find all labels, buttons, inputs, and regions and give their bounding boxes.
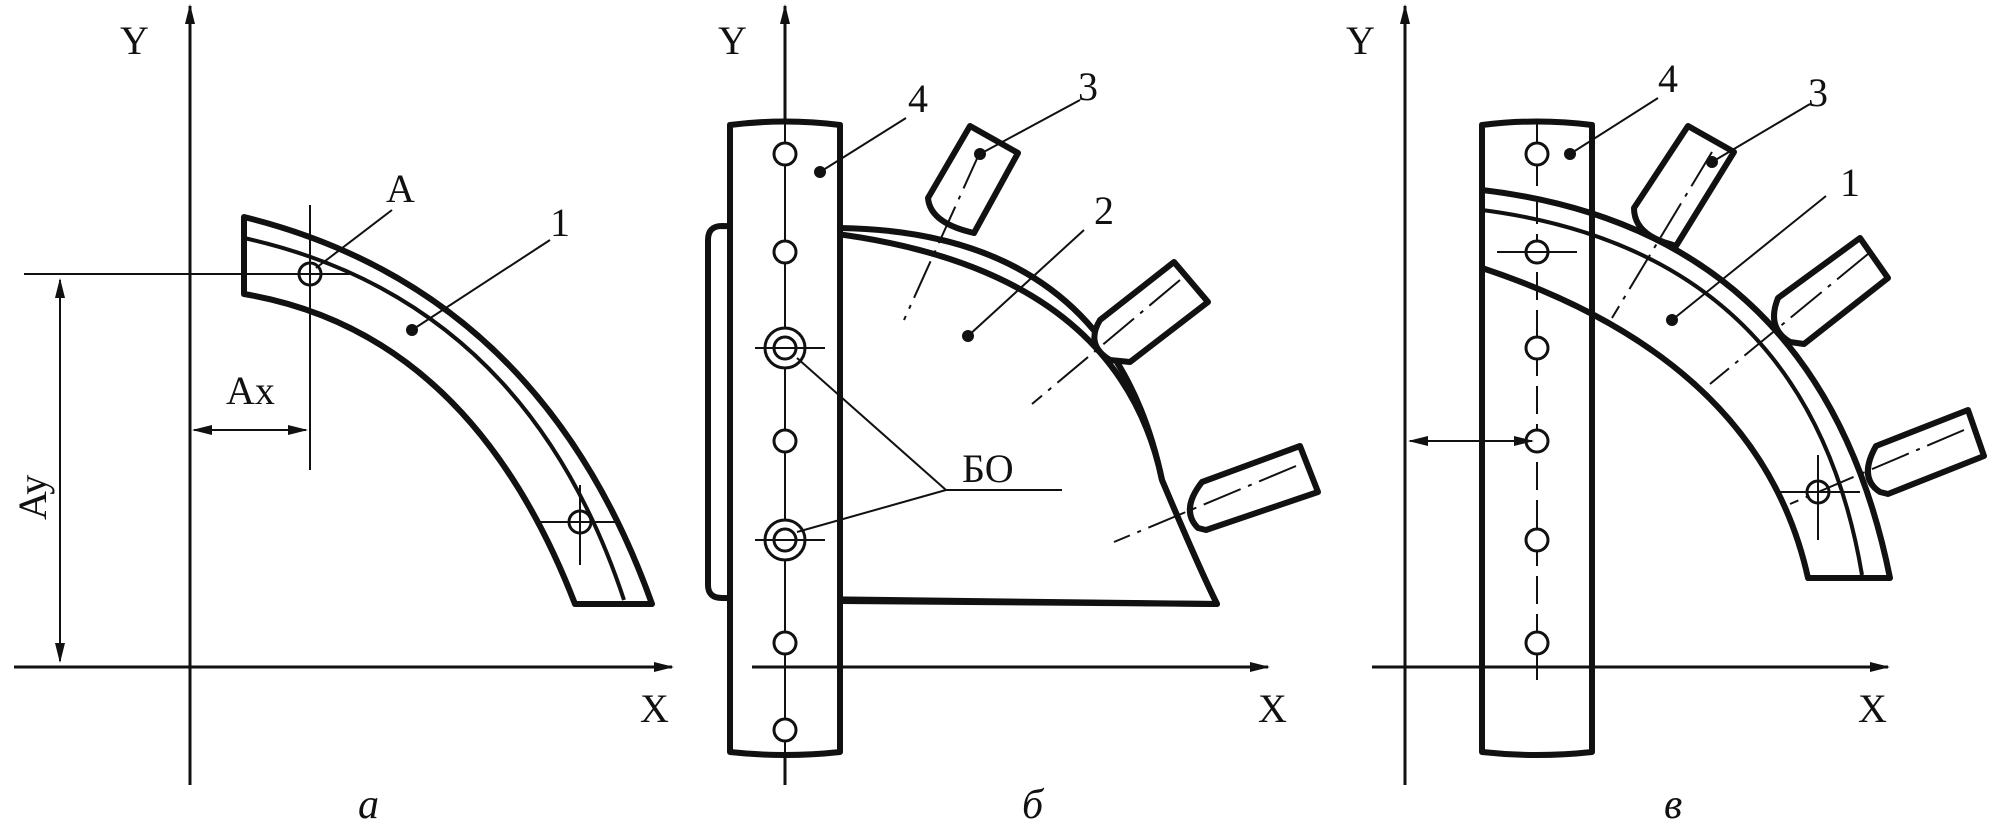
tool-lower — [1113, 443, 1321, 543]
panel-c: Y X — [1346, 4, 1987, 824]
bar-holes — [1524, 141, 1550, 656]
part-1-leader — [1671, 195, 1827, 321]
panel-a: Y X Ay Ax A 1 — [10, 4, 674, 824]
bar-4-leader — [1569, 97, 1659, 155]
panel-a-caption: а — [358, 782, 379, 824]
panel-b-y-axis-label: Y — [718, 18, 747, 63]
ax-label: Ax — [226, 368, 275, 413]
label-a-leader — [315, 209, 393, 269]
tool-3-leader — [1711, 103, 1811, 163]
tool-lower — [1789, 407, 1987, 505]
panel-a-x-axis-label: X — [640, 686, 669, 731]
tool-3-label: 3 — [1078, 64, 1098, 109]
plate-2-leader — [967, 229, 1085, 337]
plate-2-label: 2 — [1094, 188, 1114, 233]
bar-4-label: 4 — [908, 76, 928, 121]
panel-b-x-axis-label: X — [1258, 686, 1287, 731]
panel-a-y-axis-label: Y — [120, 18, 149, 63]
part-hole-marker-upper — [1497, 239, 1577, 265]
bar-4-label: 4 — [1658, 56, 1678, 101]
label-a: A — [386, 166, 415, 211]
panel-c-caption: в — [1664, 782, 1682, 824]
tool-upper — [903, 123, 1021, 321]
tool-middle — [1709, 235, 1891, 385]
panel-c-y-axis-label: Y — [1346, 18, 1375, 63]
bo-leader-upper — [796, 357, 947, 491]
bo-leader-lower — [796, 489, 947, 533]
ay-label: Ay — [10, 475, 55, 520]
part-1-label: 1 — [550, 200, 570, 245]
panel-b: Y X БО — [705, 4, 1321, 824]
bar-holes — [772, 141, 798, 743]
part-1-label: 1 — [1840, 160, 1860, 205]
curved-part — [241, 214, 655, 607]
part-1-leader — [411, 239, 551, 331]
base-holes — [755, 326, 825, 562]
tool-3-leader — [979, 99, 1081, 155]
second-hole-marker — [540, 485, 620, 565]
tool-middle — [1031, 259, 1211, 405]
tool-3-label: 3 — [1808, 70, 1828, 115]
panel-c-x-axis-label: X — [1858, 686, 1887, 731]
tool-upper — [1611, 123, 1737, 319]
bar-4-leader — [819, 117, 907, 173]
bo-label: БО — [962, 446, 1014, 491]
panel-b-caption: б — [1022, 782, 1045, 824]
